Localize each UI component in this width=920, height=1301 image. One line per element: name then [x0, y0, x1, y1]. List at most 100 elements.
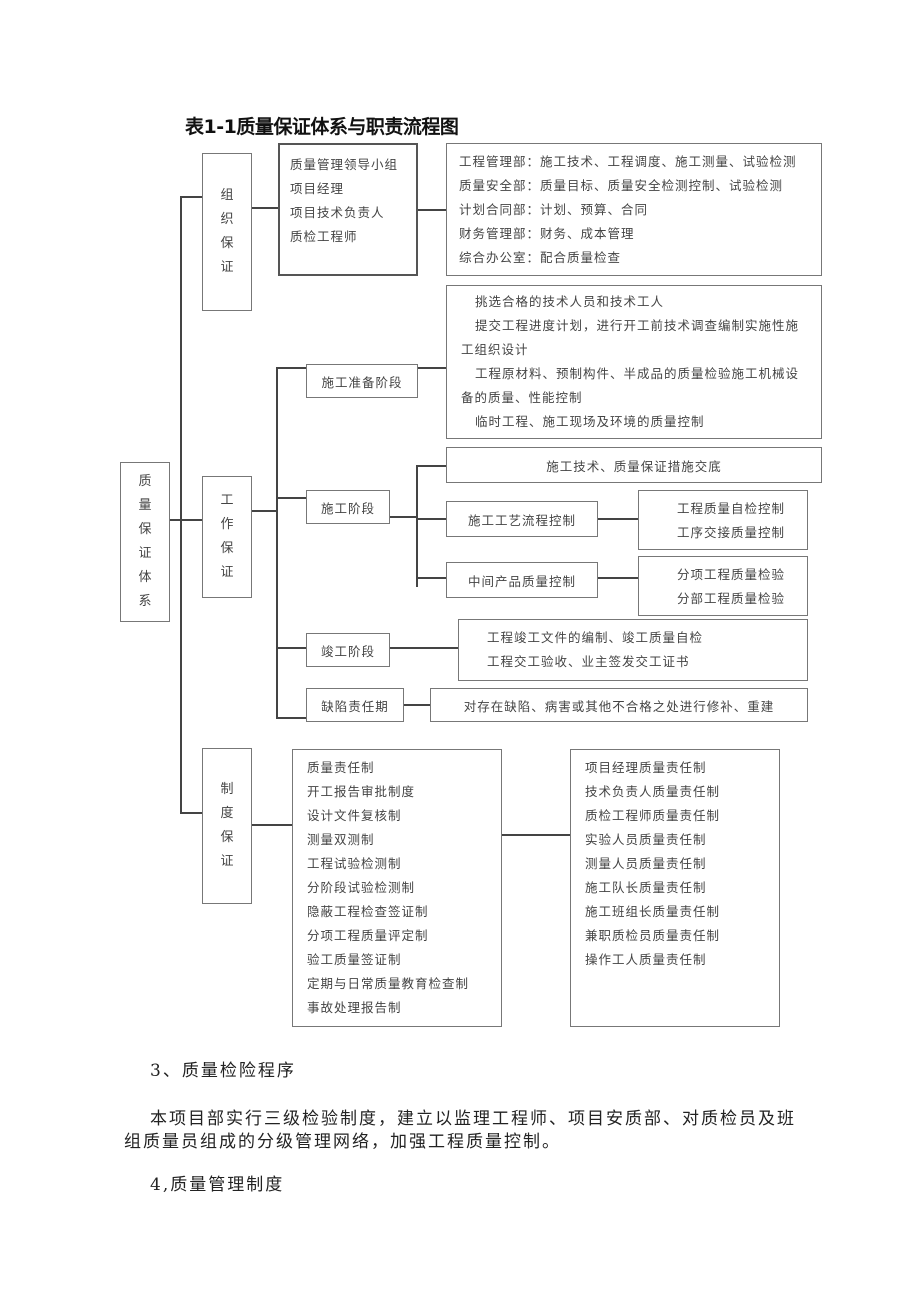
- process-item: 工程质量自检控制: [677, 501, 786, 516]
- prep-item: 备的质量、性能控制: [461, 390, 583, 405]
- system-rule: 分阶段试验检测制: [307, 880, 416, 895]
- work-label-char: 证: [220, 565, 234, 580]
- org-label-char: 保: [220, 236, 234, 251]
- org-label-char: 组: [220, 188, 234, 203]
- prep-item: 提交工程进度计划，进行开工前技术调查编制实施性施: [475, 318, 800, 333]
- connector: [276, 497, 306, 499]
- connector: [598, 577, 638, 579]
- system-duty: 技术负责人质量责任制: [585, 784, 721, 799]
- system-label-char: 证: [220, 854, 234, 869]
- connector: [416, 465, 446, 467]
- tech-disclosure-box: 施工技术、质量保证措施交底: [446, 447, 822, 483]
- work-label-char: 保: [220, 541, 234, 556]
- work-label-char: 作: [220, 517, 234, 532]
- section4-heading: 4,质量管理制度: [150, 1175, 285, 1195]
- connector: [276, 647, 306, 649]
- complete-items-box: 工程竣工文件的编制、竣工质量自检 工程交工验收、业主签发交工证书: [458, 619, 808, 681]
- org-leader: 质量管理领导小组: [290, 157, 399, 172]
- system-duty: 施工队长质量责任制: [585, 880, 707, 895]
- prep-item: 工组织设计: [461, 342, 529, 357]
- system-duty: 质检工程师质量责任制: [585, 808, 721, 823]
- complete-stage-label: 竣工阶段: [320, 643, 375, 659]
- system-label-char: 度: [220, 806, 234, 821]
- connector: [180, 196, 202, 198]
- chart-title: 表1-1质量保证体系与职责流程图: [185, 116, 459, 138]
- connector: [252, 207, 278, 209]
- prep-stage-label: 施工准备阶段: [321, 374, 403, 390]
- connector: [390, 647, 458, 649]
- system-duty: 施工班组长质量责任制: [585, 904, 721, 919]
- org-leader: 项目技术负责人: [290, 205, 385, 220]
- connector: [404, 704, 430, 706]
- section3-heading: 3、质量检险程序: [150, 1061, 296, 1081]
- defect-text: 对存在缺陷、病害或其他不合格之处进行修补、重建: [463, 698, 775, 714]
- connector: [276, 367, 306, 369]
- system-rule: 设计文件复核制: [307, 808, 402, 823]
- org-leader: 质检工程师: [290, 229, 358, 244]
- connector: [180, 196, 182, 814]
- prep-item: 临时工程、施工现场及环境的质量控制: [475, 414, 705, 429]
- product-items-box: 分项工程质量检验 分部工程质量检验: [638, 556, 808, 616]
- system-rule: 测量双测制: [307, 832, 375, 847]
- system-rule: 工程试验检测制: [307, 856, 402, 871]
- system-label-box: 制 度 保 证: [202, 748, 252, 904]
- section3-line2: 组质量员组成的分级管理网络，加强工程质量控制。: [124, 1132, 561, 1152]
- connector: [180, 519, 202, 521]
- org-dept: 综合办公室：配合质量检查: [459, 250, 622, 265]
- prep-stage-box: 施工准备阶段: [306, 364, 418, 398]
- complete-item: 工程竣工文件的编制、竣工质量自检: [487, 630, 704, 645]
- connector: [502, 834, 570, 836]
- root-char: 质: [138, 474, 152, 489]
- system-duty: 测量人员质量责任制: [585, 856, 707, 871]
- work-label-char: 工: [220, 493, 234, 508]
- org-depts-box: 工程管理部：施工技术、工程调度、施工测量、试验检测 质量安全部：质量目标、质量安…: [446, 143, 822, 276]
- work-label-box: 工 作 保 证: [202, 476, 252, 598]
- system-duty: 操作工人质量责任制: [585, 952, 707, 967]
- system-rule: 质量责任制: [307, 760, 375, 775]
- root-char: 保: [138, 522, 152, 537]
- system-label-char: 保: [220, 830, 234, 845]
- connector: [252, 510, 278, 512]
- org-label-char: 证: [220, 260, 234, 275]
- system-duty: 实验人员质量责任制: [585, 832, 707, 847]
- connector: [276, 367, 278, 719]
- root-box: 质 量 保 证 体 系: [120, 462, 170, 622]
- complete-item: 工程交工验收、业主签发交工证书: [487, 654, 690, 669]
- connector: [418, 367, 446, 369]
- system-rule: 验工质量签证制: [307, 952, 402, 967]
- connector: [276, 717, 306, 719]
- connector: [598, 518, 638, 520]
- org-dept: 质量安全部：质量目标、质量安全检测控制、试验检测: [459, 178, 784, 193]
- connector: [416, 518, 446, 520]
- system-duty: 项目经理质量责任制: [585, 760, 707, 775]
- prep-item: 挑选合格的技术人员和技术工人: [475, 294, 665, 309]
- product-item: 分项工程质量检验: [677, 567, 786, 582]
- org-label-box: 组 织 保 证: [202, 153, 252, 311]
- system-rule: 分项工程质量评定制: [307, 928, 429, 943]
- org-dept: 财务管理部：财务、成本管理: [459, 226, 635, 241]
- org-leader: 项目经理: [290, 181, 345, 196]
- root-char: 体: [138, 570, 152, 585]
- connector: [416, 465, 418, 587]
- complete-stage-box: 竣工阶段: [306, 633, 390, 667]
- connector: [170, 519, 180, 521]
- system-rules-box: 质量责任制 开工报告审批制度 设计文件复核制 测量双测制 工程试验检测制 分阶段…: [292, 749, 502, 1027]
- connector: [416, 577, 446, 579]
- connector: [390, 516, 416, 518]
- root-char: 证: [138, 546, 152, 561]
- process-item: 工序交接质量控制: [677, 525, 786, 540]
- construct-stage-label: 施工阶段: [320, 500, 375, 516]
- system-rule: 隐蔽工程检查签证制: [307, 904, 429, 919]
- prep-item: 工程原材料、预制构件、半成品的质量检验施工机械设: [475, 366, 800, 381]
- root-char: 系: [138, 594, 152, 609]
- system-rule: 开工报告审批制度: [307, 784, 416, 799]
- system-rule: 定期与日常质量教育检查制: [307, 976, 470, 991]
- prep-items-box: 挑选合格的技术人员和技术工人 提交工程进度计划，进行开工前技术调查编制实施性施 …: [446, 285, 822, 439]
- connector: [252, 824, 292, 826]
- process-items-box: 工程质量自检控制 工序交接质量控制: [638, 490, 808, 550]
- construct-stage-box: 施工阶段: [306, 490, 390, 524]
- process-control-label: 施工工艺流程控制: [467, 512, 576, 528]
- org-dept: 工程管理部：施工技术、工程调度、施工测量、试验检测: [459, 154, 797, 169]
- system-duty: 兼职质检员质量责任制: [585, 928, 721, 943]
- defect-stage-label: 缺陷责任期: [321, 698, 389, 714]
